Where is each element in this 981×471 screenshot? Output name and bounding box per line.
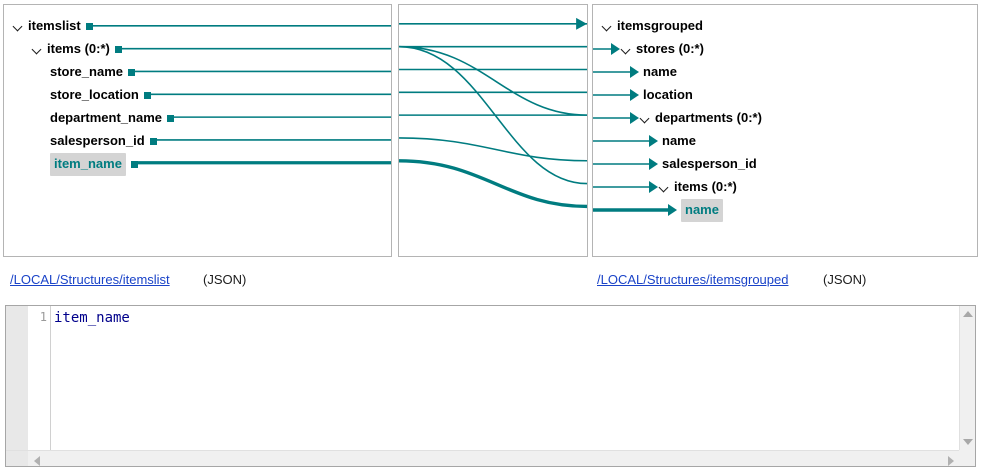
source-node-label: salesperson_id	[50, 133, 145, 148]
inbound-arrow-icon	[593, 62, 639, 82]
source-tree-node[interactable]: item_name	[50, 152, 138, 176]
target-node-label: salesperson_id	[662, 156, 757, 171]
source-tree-node[interactable]: department_name	[50, 108, 174, 128]
target-node-label: departments (0:*)	[655, 110, 762, 125]
target-node-content: items (0:*)	[658, 177, 737, 197]
target-node-content: itemsgrouped	[601, 16, 703, 36]
inbound-arrow-icon	[593, 154, 658, 174]
source-tree-node[interactable]: itemslist	[12, 16, 93, 36]
editor-horizontal-scrollbar[interactable]	[6, 450, 959, 466]
target-node-content: name	[677, 198, 723, 222]
editor-vertical-scrollbar[interactable]	[959, 306, 975, 450]
target-node-content: departments (0:*)	[639, 108, 762, 128]
inbound-arrow-icon	[593, 200, 677, 220]
chevron-down-icon[interactable]	[601, 20, 614, 33]
connector-panel[interactable]	[398, 4, 588, 257]
editor-scrollbar-corner	[959, 450, 975, 466]
scroll-left-arrow-icon[interactable]	[34, 456, 40, 466]
target-node-label: name	[681, 198, 723, 222]
connector-port-icon[interactable]	[114, 45, 122, 53]
source-structure-format: (JSON)	[203, 272, 247, 287]
source-structure-link[interactable]: /LOCAL/Structures/itemslist	[10, 272, 170, 287]
target-node-label: location	[643, 87, 693, 102]
inbound-arrow-icon	[593, 131, 658, 151]
chevron-down-icon[interactable]	[620, 43, 633, 56]
connector-port-icon[interactable]	[166, 114, 174, 122]
chevron-down-icon[interactable]	[12, 20, 25, 33]
target-node-content: salesperson_id	[658, 154, 757, 174]
inbound-arrow-icon	[593, 177, 658, 197]
expression-editor[interactable]: 1 item_name	[5, 305, 976, 467]
target-node-content: stores (0:*)	[620, 39, 704, 59]
target-node-label: name	[662, 133, 696, 148]
target-node-label: items (0:*)	[674, 179, 737, 194]
inbound-arrow-icon	[593, 85, 639, 105]
source-tree-node[interactable]: salesperson_id	[50, 131, 157, 151]
editor-linenumber-column: 1	[28, 306, 51, 466]
source-structure-panel[interactable]: itemslist items (0:*) store_name store_loca…	[3, 4, 392, 257]
connector-port-icon[interactable]	[85, 22, 93, 30]
editor-line-number: 1	[39, 310, 47, 324]
source-node-label: store_name	[50, 64, 123, 79]
source-tree[interactable]: itemslist items (0:*) store_name store_loca…	[4, 5, 391, 256]
source-tree-node[interactable]: store_name	[50, 62, 135, 82]
source-node-label: item_name	[50, 152, 126, 176]
target-structure-format: (JSON)	[823, 272, 867, 287]
source-tree-node[interactable]: store_location	[50, 85, 151, 105]
inbound-arrow-icon	[593, 39, 620, 59]
source-node-label: items (0:*)	[47, 41, 110, 56]
target-node-label: name	[643, 64, 677, 79]
connector-port-icon[interactable]	[130, 160, 138, 168]
hscroll-left-pad	[6, 451, 28, 466]
connector-port-icon[interactable]	[143, 91, 151, 99]
target-tree[interactable]: itemsgrouped stores (0:*) name location depa…	[593, 5, 977, 256]
target-structure-link[interactable]: /LOCAL/Structures/itemsgrouped	[597, 272, 789, 287]
connector-port-icon[interactable]	[127, 68, 135, 76]
target-structure-panel[interactable]: itemsgrouped stores (0:*) name location depa…	[592, 4, 978, 257]
inbound-arrow-icon	[593, 108, 639, 128]
target-node-content: name	[658, 131, 696, 151]
chevron-down-icon[interactable]	[31, 43, 44, 56]
target-node-content: name	[639, 62, 677, 82]
scroll-right-arrow-icon[interactable]	[948, 456, 954, 466]
editor-code-text[interactable]: item_name	[54, 310, 130, 326]
source-node-label: store_location	[50, 87, 139, 102]
mapping-connector-curves	[399, 17, 587, 209]
source-node-label: itemslist	[28, 18, 81, 33]
source-node-label: department_name	[50, 110, 162, 125]
connector-port-icon[interactable]	[149, 137, 157, 145]
target-node-content: location	[639, 85, 693, 105]
target-node-label: itemsgrouped	[617, 18, 703, 33]
chevron-down-icon[interactable]	[639, 112, 652, 125]
scroll-down-arrow-icon[interactable]	[963, 439, 973, 445]
source-tree-node[interactable]: items (0:*)	[31, 39, 122, 59]
target-node-label: stores (0:*)	[636, 41, 704, 56]
editor-gutter	[6, 306, 28, 466]
chevron-down-icon[interactable]	[658, 181, 671, 194]
scroll-up-arrow-icon[interactable]	[963, 311, 973, 317]
mapping-area: itemslist items (0:*) store_name store_loca…	[0, 0, 981, 262]
